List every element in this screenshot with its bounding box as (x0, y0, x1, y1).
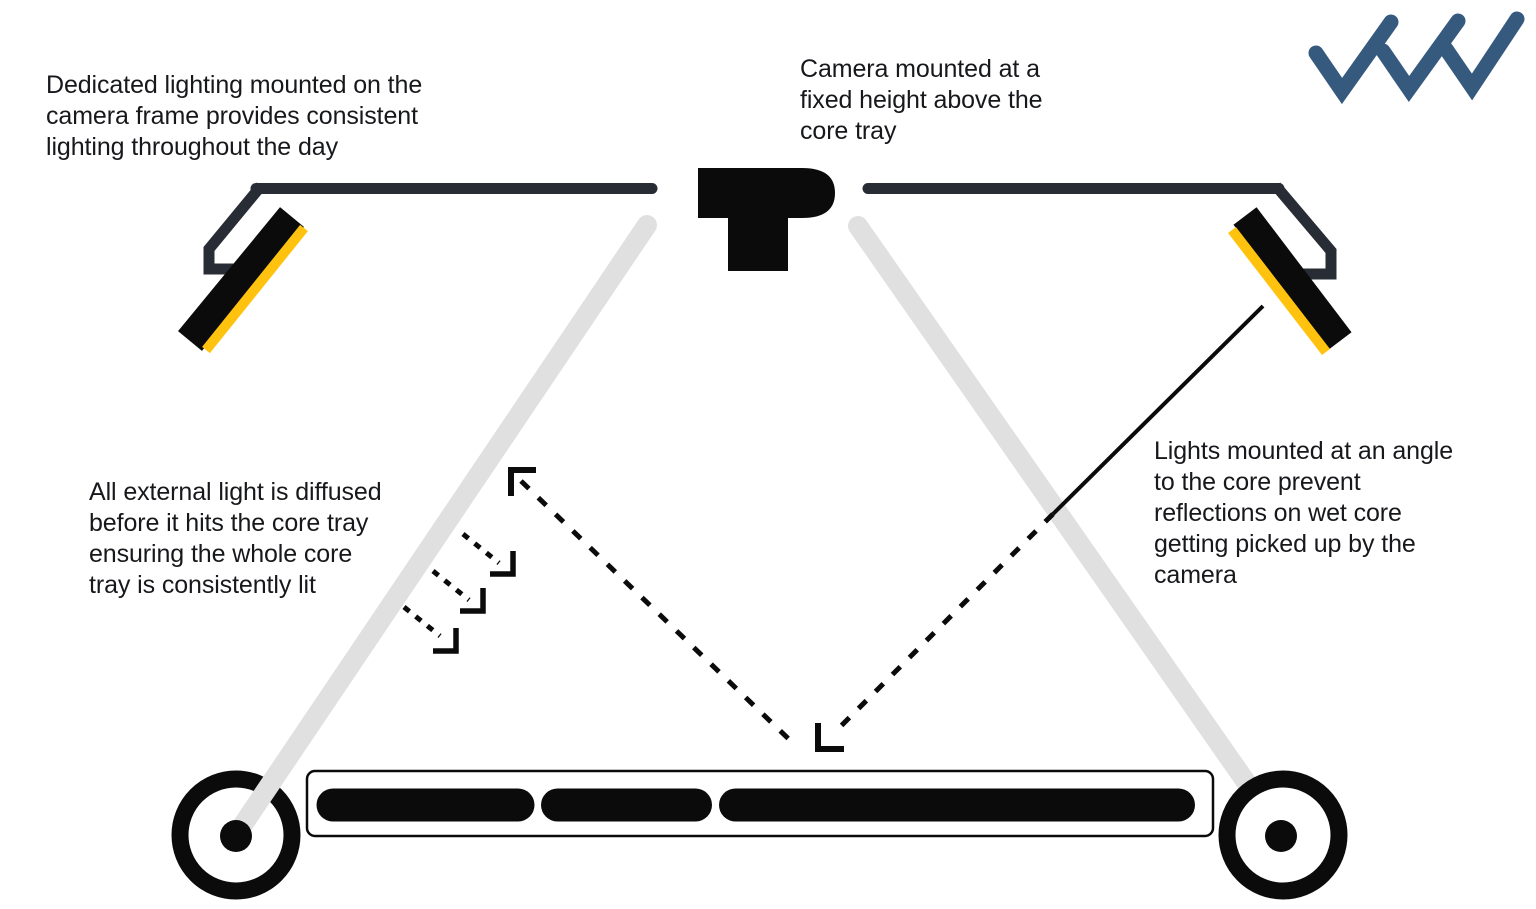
checkmark-icon (1308, 14, 1399, 105)
diffused-light-beams (226, 215, 1293, 845)
light-beam-left (226, 215, 657, 845)
light-panel-right-body (1233, 207, 1352, 350)
core-sample-row-2 (541, 788, 712, 822)
core-sample-row-1 (316, 788, 535, 822)
core-tray (305, 769, 1215, 838)
annotation-light-diffusion: All external light is diffused before it… (89, 478, 382, 599)
light-ray-solid (1051, 304, 1265, 516)
annotation-dedicated-lighting: Dedicated lighting mounted on the camera… (46, 71, 423, 161)
light-panel-left-glow (202, 224, 308, 354)
camera-frame-left-arm (203, 182, 658, 275)
reflection-path-left (508, 467, 799, 749)
checkmark-icon (1438, 11, 1525, 101)
light-ray-right (815, 304, 1265, 752)
triple-checkmark-logo (1308, 11, 1525, 105)
arrowhead-up-left (508, 467, 536, 496)
camera-icon (698, 168, 835, 271)
light-panel-left-body (178, 207, 304, 351)
wheel-right (1218, 770, 1348, 900)
diffused-light-arrows (402, 532, 516, 654)
light-panel-right-glow (1228, 226, 1330, 356)
wheel-left-hub (220, 820, 252, 852)
camera-frame-right-arm (862, 182, 1337, 280)
annotation-camera-height: Camera mounted at a fixed height above t… (800, 55, 1043, 145)
diffused-arrow-2 (431, 569, 486, 614)
wheel-right-hub (1265, 820, 1297, 852)
light-ray-dashed (831, 512, 1055, 736)
diffused-arrow-1 (461, 532, 516, 577)
light-beam-right (848, 216, 1293, 845)
core-sample-row-3 (719, 788, 1195, 822)
diffused-arrow-3 (402, 605, 459, 654)
arrowhead-down-left (815, 723, 844, 752)
annotation-angled-lights: Lights mounted at an angle to the core p… (1154, 437, 1454, 589)
light-panel-right-icon (1228, 207, 1352, 356)
light-panel-left-icon (178, 207, 308, 354)
